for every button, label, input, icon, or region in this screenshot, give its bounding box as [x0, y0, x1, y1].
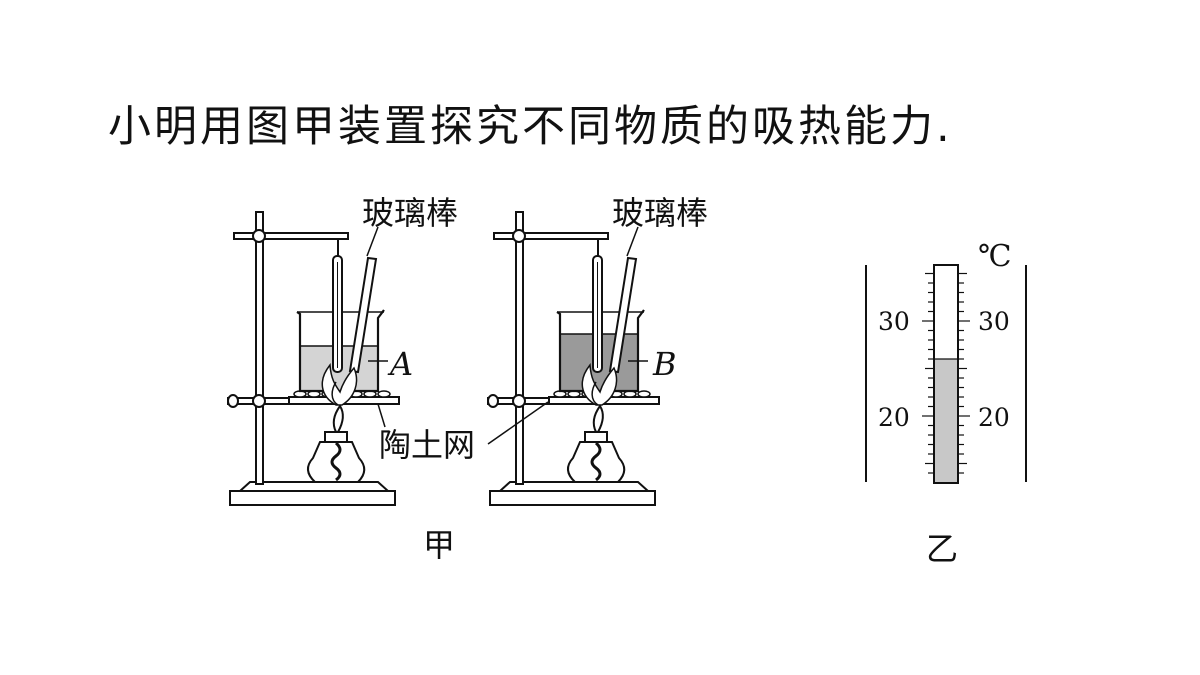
stand-base-top-a — [237, 481, 391, 492]
label-glass-rod-right: 玻璃棒 — [612, 194, 708, 232]
flame-b — [581, 363, 618, 406]
flame-a — [321, 363, 358, 406]
alcohol-lamp-a — [307, 404, 366, 483]
glass-rod-a — [348, 256, 378, 374]
iron-stand-a — [227, 211, 396, 506]
problem-text: 小明用图甲装置探究不同物质的吸热能力. — [108, 102, 953, 152]
glass-rod-b — [608, 256, 638, 374]
caption-yi: 乙 — [926, 530, 958, 568]
thermo-yi-ticks — [922, 272, 970, 474]
label-glass-rod-left: 玻璃棒 — [362, 194, 458, 232]
ring-knob-b — [512, 394, 526, 408]
unit-celsius: ℃ — [978, 239, 1012, 274]
scale-right-30: 30 — [978, 307, 1010, 336]
scale-left-20: 20 — [878, 403, 910, 432]
label-gauze: 陶土网 — [379, 426, 475, 464]
thermometer-b — [592, 255, 603, 373]
leader-lines-a — [366, 226, 388, 428]
stand-base-top-b — [497, 481, 651, 492]
clamp-knob-a — [252, 229, 266, 243]
clamp-bar-a — [233, 232, 349, 240]
label-liquid-a: A — [387, 345, 413, 383]
scale-right-20: 20 — [978, 403, 1010, 432]
thermometer-a — [332, 255, 343, 373]
clamp-bar-b — [493, 232, 609, 240]
ring-screw-a — [227, 394, 239, 408]
thermometer-yi: 30 20 30 20 ℃ — [865, 239, 1027, 484]
apparatus-a — [227, 211, 400, 506]
stand-base-a — [229, 490, 396, 506]
stand-rod-b — [515, 211, 524, 485]
stand-base-b — [489, 490, 656, 506]
scale-left-30: 30 — [878, 307, 910, 336]
alcohol-lamp-b — [567, 404, 626, 483]
ring-screw-b — [487, 394, 499, 408]
ring-knob-a — [252, 394, 266, 408]
clamp-knob-b — [512, 229, 526, 243]
caption-jia: 甲 — [423, 526, 455, 564]
thermo-yi-mercury — [935, 359, 957, 482]
apparatus-b — [487, 211, 660, 506]
label-liquid-b: B — [652, 345, 677, 383]
leader-lines-b — [487, 226, 648, 445]
stand-rod-a — [255, 211, 264, 485]
